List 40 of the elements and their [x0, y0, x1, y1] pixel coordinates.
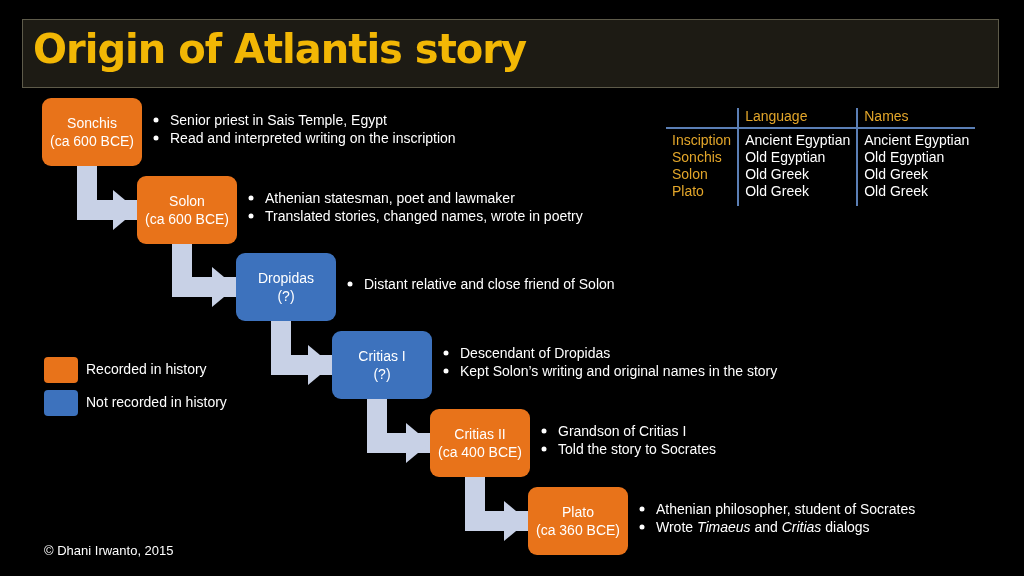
bullet-text: Athenian philosopher, student of Socrates	[656, 501, 916, 517]
copyright-note: © Dhani Irwanto, 2015	[44, 543, 174, 558]
bullet-text: Athenian statesman, poet and lawmaker	[265, 190, 515, 206]
column-header: Language	[738, 108, 858, 128]
column-header: Names	[857, 108, 976, 128]
table-cell: Old Egyptian	[857, 149, 976, 166]
person-box: Critias I (?)	[332, 331, 432, 399]
arrow	[77, 166, 137, 230]
person-box: Plato (ca 360 BCE)	[528, 487, 628, 555]
bullet-text: Kept Solon’s writing and original names in the story	[460, 363, 778, 379]
arrow	[172, 244, 236, 307]
row-header: Plato	[666, 183, 739, 206]
bullet-text: Senior priest in Sais Temple, Egypt	[170, 112, 387, 128]
legend-label: Recorded in history	[86, 361, 207, 377]
bullet-text: Told the story to Socrates	[558, 441, 716, 457]
table-cell: Ancient Egyptian	[857, 128, 976, 149]
row-header: Sonchis	[666, 149, 739, 166]
person-box: Critias II (ca 400 BCE)	[430, 409, 530, 477]
bullet-text: Distant relative and close friend of Solon	[364, 276, 615, 292]
row-header: Insciption	[666, 128, 739, 149]
bullet-text: Grandson of Critias I	[558, 423, 687, 439]
person-box: Dropidas (?)	[236, 253, 336, 321]
legend-label: Not recorded in history	[86, 394, 227, 410]
title: Origin of Atlantis story	[33, 26, 527, 72]
table-cell: Old Greek	[738, 166, 858, 183]
table-cell: Old Greek	[857, 166, 976, 183]
arrow	[271, 321, 332, 385]
table-cell: Old Greek	[738, 183, 858, 206]
person-box: Solon (ca 600 BCE)	[137, 176, 237, 244]
bullet-text: Descendant of Dropidas	[460, 345, 611, 361]
table-cell: Old Egyptian	[738, 149, 858, 166]
table-cell: Ancient Egyptian	[738, 128, 858, 149]
bullet-text: Wrote Timaeus and Critias dialogs	[656, 519, 870, 535]
arrow	[465, 477, 528, 541]
table-cell: Old Greek	[857, 183, 976, 206]
arrow	[367, 399, 430, 463]
bullet-text: Read and interpreted writing on the inscription	[170, 130, 456, 146]
person-box: Sonchis (ca 600 BCE)	[42, 98, 142, 166]
bullet-text: Translated stories, changed names, wrote in poetry	[265, 208, 583, 224]
row-header: Solon	[666, 166, 739, 183]
